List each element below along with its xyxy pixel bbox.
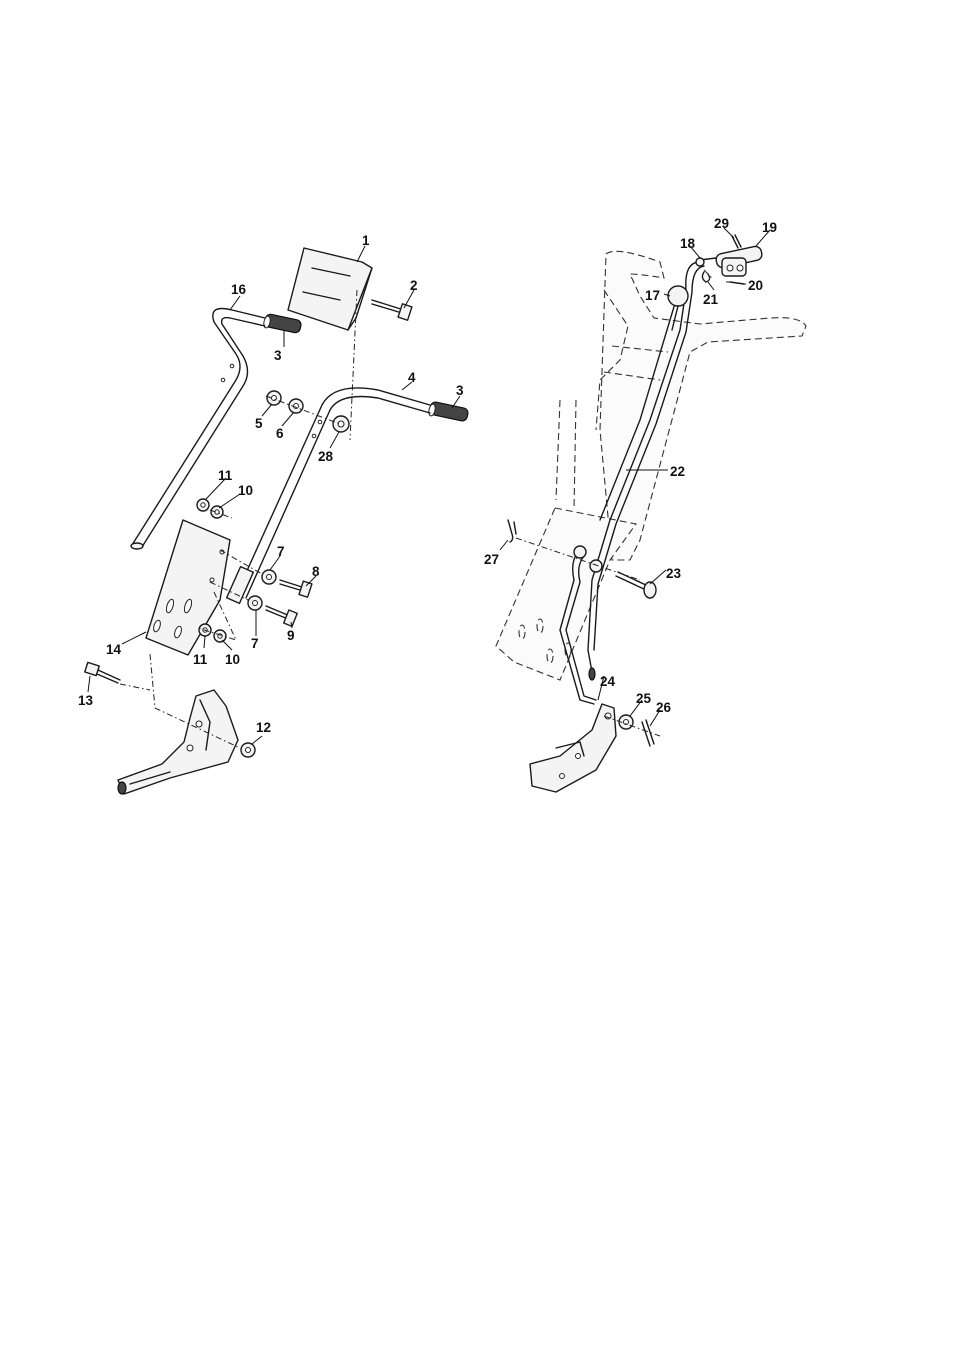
callout-8: 8 (312, 564, 320, 579)
right-handle-assembly (496, 235, 806, 792)
part-5-nut (267, 391, 281, 405)
callout-3-right-grip: 3 (456, 383, 464, 398)
callout-29: 29 (714, 216, 729, 231)
part-10-washer-upper (211, 506, 223, 518)
callout-9: 9 (287, 628, 295, 643)
part-23-pin (616, 572, 656, 598)
part-16-handle-bar (131, 309, 265, 550)
left-handle-assembly (85, 248, 469, 794)
part-21-clip (702, 272, 709, 282)
part-10-washer-lower (214, 630, 226, 642)
callout-5: 5 (255, 416, 263, 431)
frame-bracket-right (530, 704, 616, 792)
part-7-washer-upper (262, 570, 276, 584)
callout-27: 27 (484, 552, 499, 567)
callout-7-upper: 7 (277, 544, 285, 559)
callout-4: 4 (408, 370, 416, 385)
callout-6: 6 (276, 426, 284, 441)
callout-21: 21 (703, 292, 719, 307)
callout-10-upper: 10 (238, 483, 253, 498)
part-3-grip-left (263, 313, 302, 333)
callout-23: 23 (666, 566, 682, 581)
part-20-pin (730, 282, 744, 284)
part-1-panel (288, 248, 372, 330)
callout-28: 28 (318, 449, 334, 464)
part-28-washer (333, 416, 349, 432)
callout-7-lower: 7 (251, 636, 259, 651)
callout-18: 18 (680, 236, 696, 251)
part-8-bolt (280, 580, 312, 597)
callout-14: 14 (106, 642, 122, 657)
callout-2: 2 (410, 278, 418, 293)
part-19-throttle-lever (715, 245, 763, 276)
callout-22: 22 (670, 464, 685, 479)
callout-1: 1 (362, 233, 370, 248)
callout-11-lower: 11 (193, 652, 208, 667)
callout-11-upper: 11 (218, 468, 233, 483)
callout-pointers (88, 228, 770, 744)
callout-3-left-grip: 3 (274, 348, 282, 363)
callout-10-lower: 10 (225, 652, 240, 667)
ghost-handle (496, 251, 806, 680)
callout-17: 17 (645, 288, 660, 303)
callout-20: 20 (748, 278, 763, 293)
part-27-clip (508, 520, 516, 542)
part-26-clip (642, 720, 654, 746)
callout-26: 26 (656, 700, 672, 715)
frame-bracket (118, 690, 238, 794)
callout-13: 13 (78, 693, 94, 708)
callout-19: 19 (762, 220, 777, 235)
part-12-nut (241, 743, 255, 757)
part-11-nut-upper (197, 499, 209, 511)
callout-24: 24 (600, 674, 616, 689)
part-13-bolt (85, 662, 120, 683)
part-2-bolt (372, 300, 412, 320)
part-18-cable-end (696, 258, 716, 266)
part-7-washer-lower (248, 596, 262, 610)
part-9-bolt (266, 606, 297, 626)
callout-12: 12 (256, 720, 271, 735)
callout-16: 16 (231, 282, 247, 297)
part-3-grip-right (428, 401, 469, 422)
callout-25: 25 (636, 691, 652, 706)
